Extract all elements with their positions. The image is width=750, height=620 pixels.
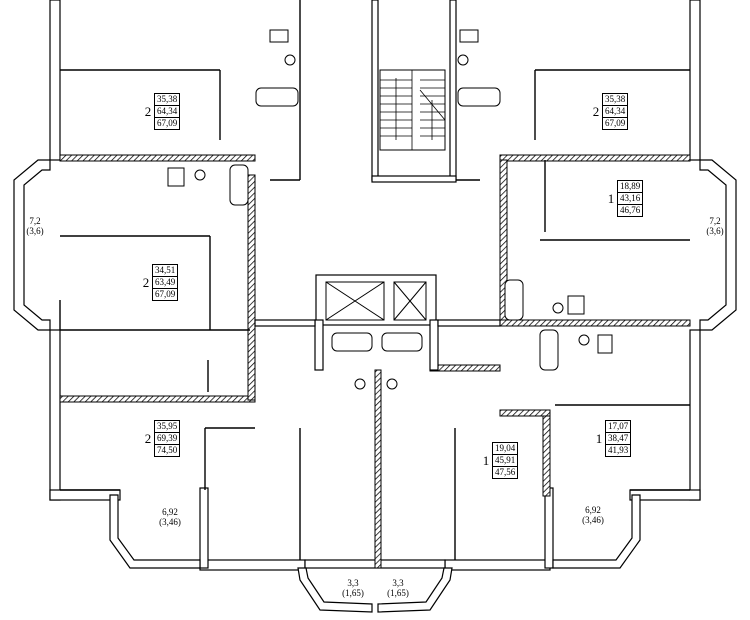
balcony-reduced-area: (3,6): [26, 226, 44, 236]
room-count: 1: [482, 452, 490, 468]
balcony-label: 7,2 (3,6): [20, 216, 50, 236]
balcony-reduced-area: (1,65): [342, 588, 364, 598]
total-area-with-balcony: 67,09: [157, 118, 178, 128]
balcony-area: 7,2: [709, 216, 721, 226]
balcony-left: [13, 159, 51, 331]
balcony-reduced-area: (1,65): [387, 588, 409, 598]
total-area-with-balcony: 74,50: [157, 445, 178, 455]
toilets-sinks: [167, 29, 613, 390]
room-count: 1: [607, 190, 615, 206]
elevator-shafts: [315, 274, 437, 326]
balcony-label: 3,3 (1,65): [380, 578, 416, 598]
living-area: 35,95: [155, 421, 180, 433]
balcony-area: 3,3: [347, 578, 359, 588]
balcony-area: 3,3: [392, 578, 404, 588]
total-area: 69,39: [155, 433, 180, 445]
room-count: 2: [592, 103, 600, 119]
total-area: 64,34: [603, 106, 628, 118]
balcony-reduced-area: (3,46): [159, 517, 181, 527]
total-area-with-balcony: 67,09: [605, 118, 626, 128]
balcony-area: 7,2: [29, 216, 41, 226]
total-area-with-balcony: 41,93: [608, 445, 629, 455]
balcony-area: 6,92: [585, 505, 601, 515]
balcony-bottom-right: [552, 494, 641, 569]
room-count: 2: [144, 103, 152, 119]
total-area: 43,16: [618, 193, 643, 205]
living-area: 17,07: [606, 421, 631, 433]
total-area: 38,47: [606, 433, 631, 445]
hatched-walls: [59, 154, 691, 569]
living-area: 35,38: [603, 94, 628, 106]
balcony-right: [699, 159, 737, 331]
balcony-label: 3,3 (1,65): [335, 578, 371, 598]
total-area: 45,91: [493, 455, 518, 467]
bathtubs: [229, 87, 559, 371]
stairwell: [371, 0, 457, 183]
living-area: 18,89: [618, 181, 643, 193]
room-count: 2: [144, 430, 152, 446]
balcony-area: 6,92: [162, 507, 178, 517]
balcony-label: 7,2 (3,6): [700, 216, 730, 236]
balcony-bottom-center: [297, 567, 453, 613]
total-area: 63,49: [153, 277, 178, 289]
total-area-with-balcony: 46,76: [620, 205, 641, 215]
balcony-bottom-left: [109, 494, 201, 569]
balcony-reduced-area: (3,6): [706, 226, 724, 236]
total-area-with-balcony: 47,56: [495, 467, 516, 477]
corridor-walls: [254, 319, 501, 371]
balcony-label: 6,92 (3,46): [152, 507, 188, 527]
room-count: 1: [595, 430, 603, 446]
living-area: 35,38: [155, 94, 180, 106]
balcony-reduced-area: (3,46): [582, 515, 604, 525]
total-area: 64,34: [155, 106, 180, 118]
room-count: 2: [142, 274, 150, 290]
total-area-with-balcony: 67,09: [155, 289, 176, 299]
living-area: 19,04: [493, 443, 518, 455]
balcony-label: 6,92 (3,46): [575, 505, 611, 525]
living-area: 34,51: [153, 265, 178, 277]
